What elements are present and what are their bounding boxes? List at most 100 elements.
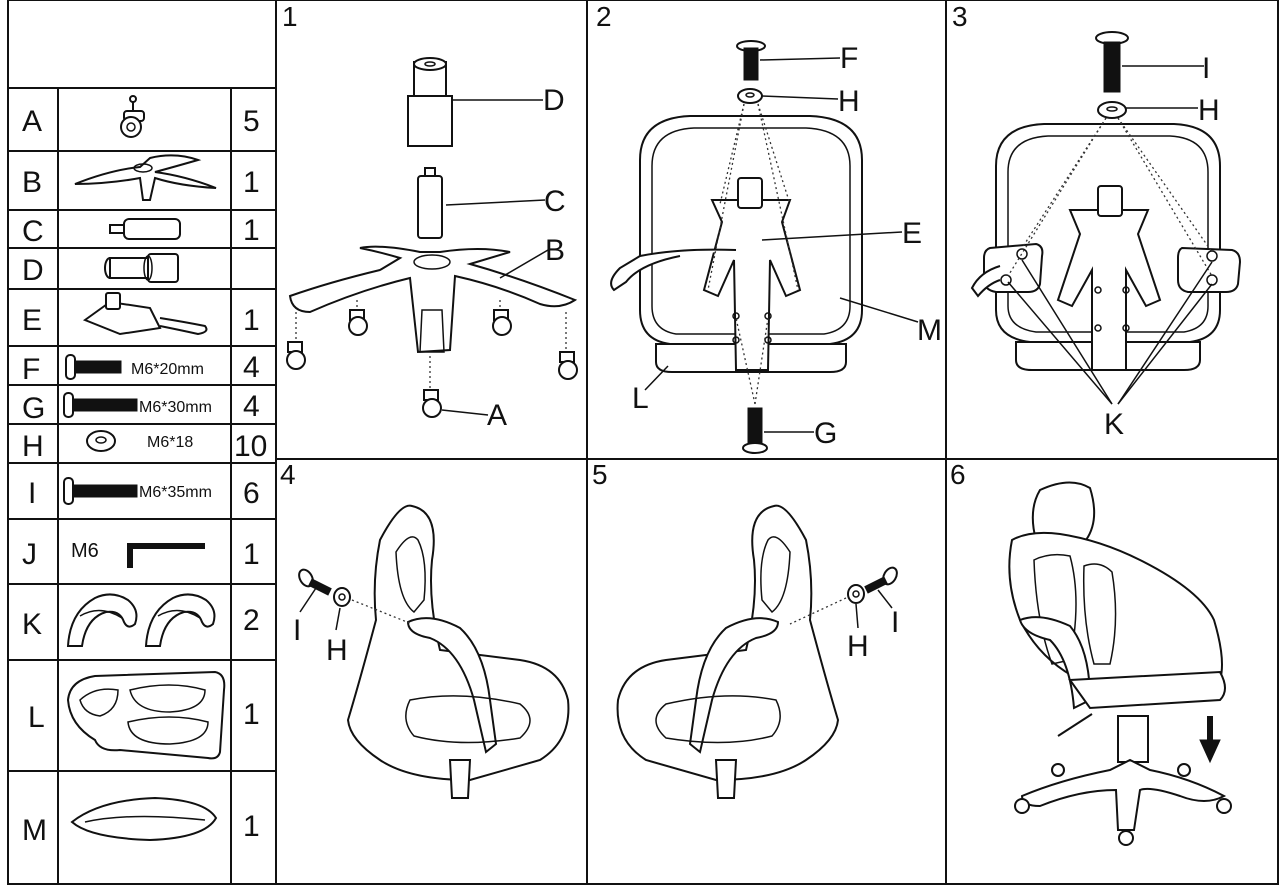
down-arrow-icon: [1199, 716, 1221, 764]
gas-lift-icon: [109, 218, 181, 240]
part-letter: H: [22, 430, 44, 463]
bolt-illustration: [298, 568, 351, 607]
step-number: 3: [952, 1, 968, 32]
armrest-bracket-right: [1177, 246, 1242, 293]
callout-h: H: [838, 85, 860, 118]
parts-row-g: G M6*30mm 4: [22, 390, 260, 425]
seat-cushion-icon: [70, 796, 218, 842]
part-letter: E: [22, 304, 42, 337]
part-letter: B: [22, 166, 42, 199]
parts-row-a: A 5: [22, 95, 260, 138]
part-qty: 6: [243, 477, 260, 510]
armrest-bracket-left: [970, 242, 1044, 298]
callout-i: I: [891, 606, 899, 639]
alignment-guides: [707, 103, 799, 405]
parts-row-m: M 1: [22, 796, 260, 847]
step-3-panel: 3: [952, 1, 1242, 441]
star-base-icon: [74, 154, 217, 201]
part-letter: M: [22, 814, 47, 847]
parts-row-h: H M6*18 10: [22, 430, 267, 463]
callout-e: E: [902, 217, 922, 250]
part-spec: M6*20mm: [131, 361, 204, 378]
step-6-panel: 6: [950, 459, 1232, 846]
step-5-panel: 5 H I: [592, 459, 899, 799]
step-number: 5: [592, 459, 608, 490]
part-spec: M6: [71, 540, 99, 562]
callout-m: M: [917, 314, 942, 347]
part-spec: M6*30mm: [139, 399, 212, 416]
star-base-illustration: [288, 245, 578, 354]
parts-row-i: I M6*35mm 6: [28, 477, 260, 510]
part-letter: K: [22, 608, 42, 641]
part-qty: 4: [243, 351, 260, 384]
part-letter: I: [28, 477, 36, 510]
part-qty: 1: [243, 166, 260, 199]
cylinder-cover-illustration: [407, 57, 453, 147]
alignment-guides: [1007, 117, 1213, 277]
part-letter: J: [22, 538, 37, 571]
bolt-illustration: [1095, 31, 1129, 119]
parts-list: A 5 B 1 C 1: [22, 95, 267, 847]
callout-d: D: [543, 84, 565, 117]
bolt-icon: [63, 392, 138, 418]
chair-side-view-illustration: [346, 504, 570, 799]
part-qty: 1: [243, 304, 260, 337]
step-2-panel: 2 F: [596, 1, 942, 454]
callout-h: H: [847, 630, 869, 663]
part-spec: M6*35mm: [139, 484, 212, 501]
part-letter: D: [22, 254, 44, 287]
tilt-mechanism-illustration: [1056, 185, 1162, 371]
part-qty: 1: [243, 810, 260, 843]
parts-row-e: E 1: [22, 292, 260, 337]
parts-row-k: K 2: [22, 593, 260, 647]
bolt-illustration: [736, 40, 768, 454]
part-qty: 1: [243, 698, 260, 731]
parts-row-b: B 1: [22, 154, 260, 201]
part-qty: 5: [243, 105, 260, 138]
parts-row-c: C 1: [22, 214, 260, 248]
callout-l: L: [632, 382, 649, 415]
grid-frame: [7, 0, 1279, 885]
parts-row-d: D: [22, 253, 179, 287]
step-1-panel: 1 D C: [282, 1, 578, 432]
callout-c: C: [544, 185, 566, 218]
tilt-mechanism-icon: [82, 292, 208, 336]
tilt-mechanism-illustration: [610, 177, 802, 371]
bolt-illustration: [847, 566, 898, 604]
part-letter: F: [22, 353, 40, 386]
callout-i: I: [293, 614, 301, 647]
parts-row-j: J M6 1: [22, 538, 260, 571]
callout-a: A: [487, 399, 507, 432]
part-qty: 10: [234, 430, 267, 463]
cylinder-cover-icon: [104, 253, 179, 283]
step-number: 2: [596, 1, 612, 32]
bolt-icon: [63, 477, 138, 505]
parts-row-f: F M6*20mm 4: [22, 351, 260, 386]
callout-g: G: [814, 417, 837, 450]
part-letter: G: [22, 392, 45, 425]
part-qty: 1: [243, 538, 260, 571]
caster-illustration: [286, 300, 578, 418]
part-spec: M6*18: [147, 434, 193, 451]
allen-key-icon: [127, 543, 205, 568]
assembled-chair-illustration: [1008, 481, 1232, 846]
callout-k: K: [1104, 408, 1124, 441]
callout-f: F: [840, 42, 858, 75]
armrest-pair-icon: [66, 593, 216, 647]
bolt-icon: [65, 354, 122, 380]
part-qty: 2: [243, 604, 260, 637]
part-qty: 1: [243, 214, 260, 247]
chair-side-view-illustration: [616, 504, 840, 799]
washer-icon: [86, 430, 116, 452]
step-number: 4: [280, 459, 296, 490]
backrest-icon: [66, 670, 226, 760]
callout-i: I: [1202, 52, 1210, 85]
caster-wheel-icon: [120, 95, 145, 138]
callout-h: H: [1198, 94, 1220, 127]
callout-h: H: [326, 634, 348, 667]
gas-lift-illustration: [417, 167, 443, 239]
part-letter: A: [22, 105, 42, 138]
step-4-panel: 4 I H: [280, 459, 570, 799]
callout-b: B: [545, 234, 565, 267]
